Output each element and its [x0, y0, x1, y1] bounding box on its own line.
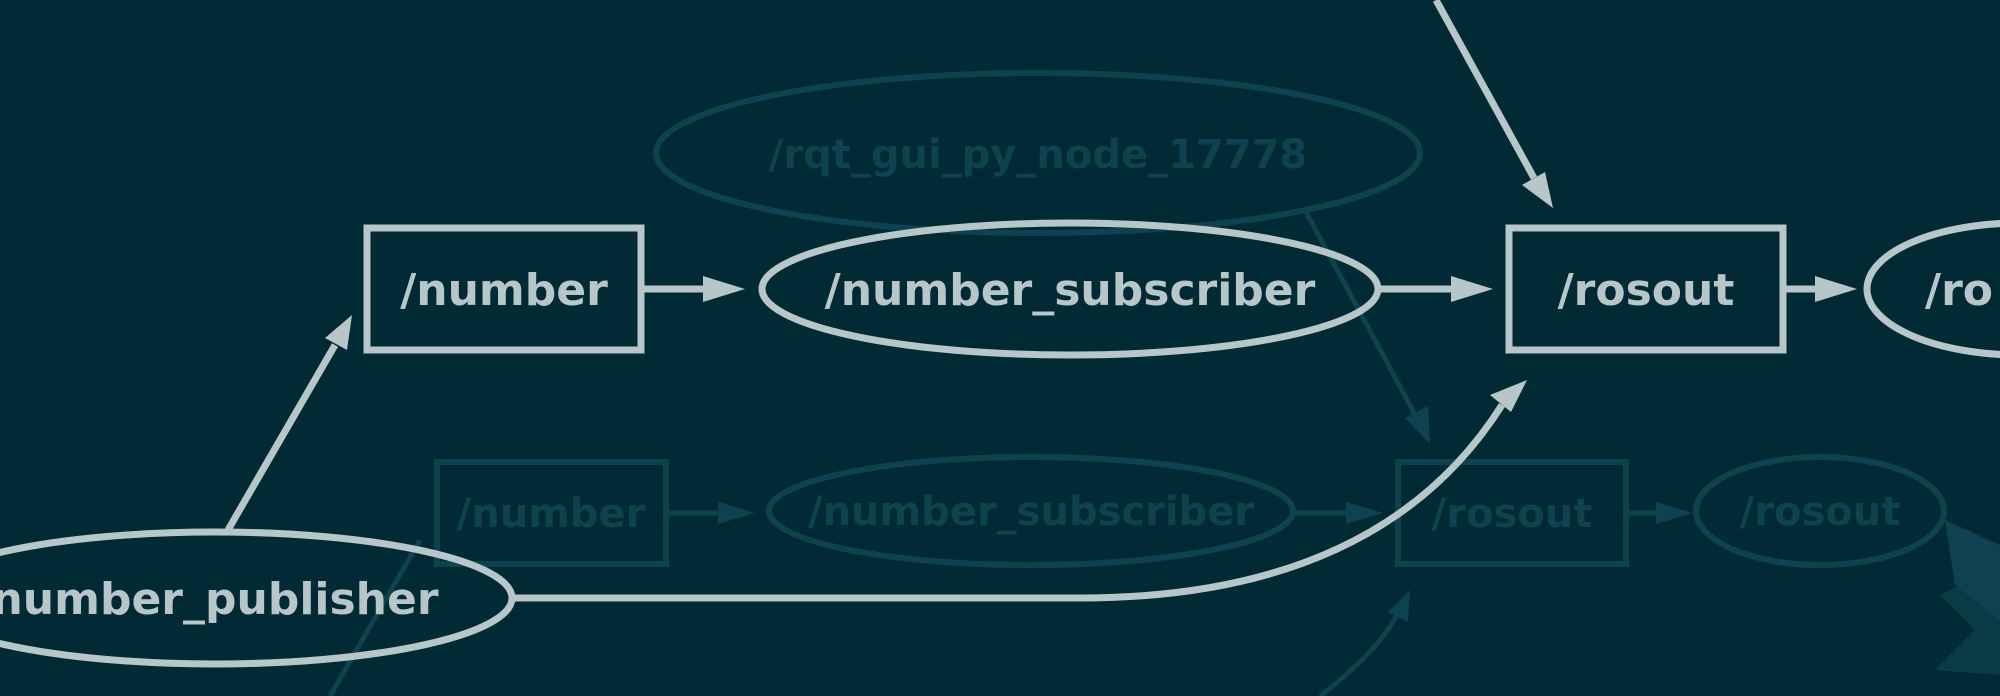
ghost-number-topic-label: /number: [457, 491, 646, 537]
ghost-rosout-topic-label: /rosout: [1432, 491, 1593, 537]
rosout-node[interactable]: [1863, 220, 2000, 358]
ghost-arrowhead: [1656, 502, 1692, 524]
ghost-rqt-gui-node: [653, 70, 1423, 236]
arrowhead: [703, 276, 745, 302]
ghost-arrowhead: [1346, 502, 1383, 524]
ghost-arrowhead: [718, 502, 755, 524]
ghost-rosout-node: [1693, 454, 1947, 568]
ghost-edge-publisher: [327, 538, 423, 696]
arrowhead: [325, 315, 352, 350]
ghost-arrowhead: [1405, 406, 1430, 444]
ghost-rosout-node-label: /rosout: [1740, 489, 1901, 535]
arrowhead: [1522, 172, 1553, 208]
arrowhead: [1490, 380, 1527, 412]
rosout-node-label: /ro: [1925, 265, 1993, 316]
edge-publisher-to-number: [224, 343, 339, 532]
edge-incoming-to-rosout: [1432, 0, 1538, 180]
ghost-rqt-gui-label: /rqt_gui_py_node_17778: [769, 132, 1308, 178]
ghost-large-arrowhead: [1935, 565, 2000, 675]
ghost-layer: /rqt_gui_py_node_17778 /number /number_s…: [327, 70, 2000, 696]
ghost-arrowhead: [1388, 590, 1410, 622]
edge-publisher-to-rosout: [512, 403, 1505, 602]
ghost-number-topic-node: [434, 459, 669, 567]
number-subscriber-label: /number_subscriber: [825, 265, 1316, 316]
rosout-topic-node[interactable]: [1505, 224, 1787, 354]
arrowhead: [1451, 276, 1493, 302]
number-subscriber-node[interactable]: [758, 219, 1382, 359]
number-topic-label: /number: [400, 265, 608, 316]
ghost-edge-rqt-to-rosout: [1302, 208, 1421, 422]
number-publisher-label: number_publisher: [0, 574, 439, 625]
number-publisher-node[interactable]: [0, 528, 516, 668]
ghost-edge-lower: [1318, 608, 1403, 696]
foreground-layer: /number /number_subscriber /rosout /ro n…: [0, 0, 2000, 668]
rosout-topic-label: /rosout: [1558, 265, 1735, 316]
ghost-number-subscriber-label: /number_subscriber: [808, 489, 1254, 535]
number-topic-node[interactable]: [363, 224, 645, 354]
arrowhead: [1815, 276, 1857, 302]
